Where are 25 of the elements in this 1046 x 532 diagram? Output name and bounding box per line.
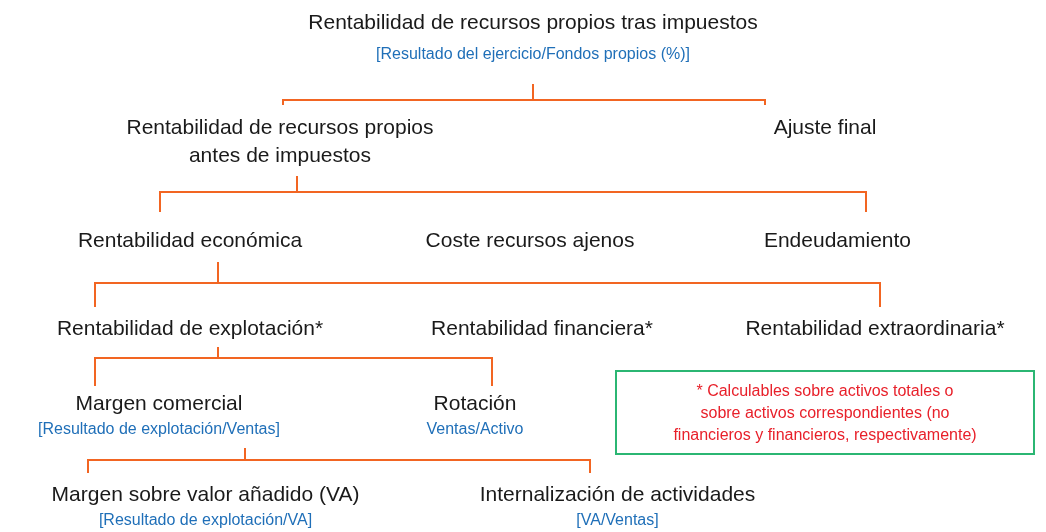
formula-text: Ventas/Activo	[426, 419, 524, 439]
bracket-connector	[244, 447, 591, 474]
node-label: Endeudamiento	[763, 227, 912, 253]
node-label: Coste recursos ajenos	[425, 227, 635, 253]
formula-text: [Resultado de explotación/VA]	[98, 510, 313, 530]
node-label: Rotación	[433, 390, 517, 416]
node-label: Rentabilidad extraordinaria*	[745, 315, 1005, 341]
node-label: Rentabilidad de explotación*	[56, 315, 324, 341]
bracket-connector	[217, 346, 493, 387]
node-label: Margen sobre valor añadido (VA)	[51, 481, 360, 507]
node-label: Rentabilidad financiera*	[431, 315, 653, 341]
note-text: * Calculables sobre activos totales o sobre activos correspondientes (no financieros y financieros, respectivamente)	[672, 380, 978, 445]
formula-text: [VA/Ventas]	[576, 510, 659, 530]
formula-text: [Resultado del ejercicio/Fondos propios (%)]	[376, 44, 690, 64]
bracket-connector	[217, 261, 881, 308]
node-label: Internalización de actividades	[479, 481, 756, 507]
node-label: Rentabilidad de recursos propios antes de impuestos	[125, 114, 435, 168]
bracket-connector	[532, 83, 766, 106]
node-label: Rentabilidad de recursos propios tras impuestos	[308, 9, 758, 35]
node-label: Margen comercial	[75, 390, 243, 416]
bracket-connector	[296, 175, 867, 213]
formula-text: [Resultado de explotación/Ventas]	[38, 419, 280, 439]
node-label: Rentabilidad económica	[77, 227, 303, 253]
note-box	[615, 370, 1035, 455]
node-label: Ajuste final	[773, 114, 877, 140]
